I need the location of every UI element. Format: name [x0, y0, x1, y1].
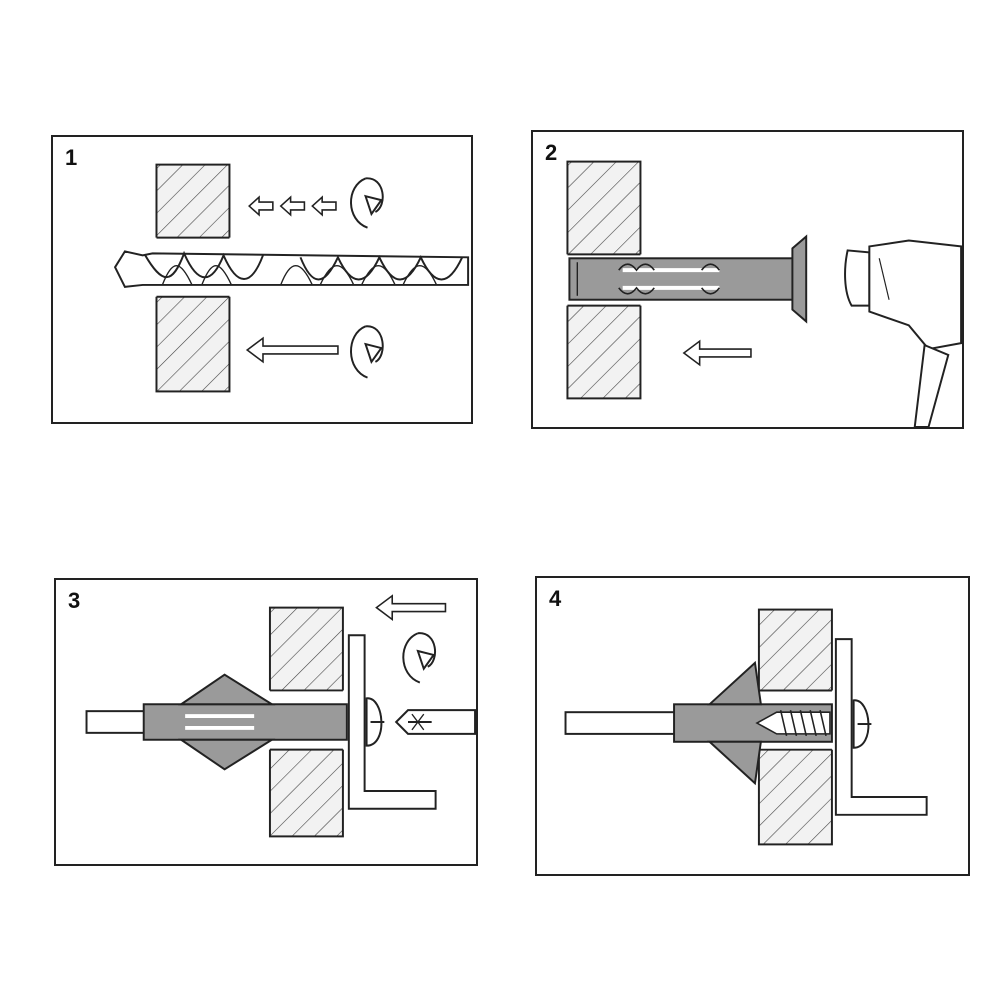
step-4-panel: 4 — [535, 576, 970, 876]
push-arrow-icon — [279, 195, 306, 217]
l-bracket-icon — [834, 638, 928, 816]
step-number: 4 — [549, 586, 562, 611]
rotation-arrow-icon — [402, 632, 436, 684]
hammering-illustration — [563, 160, 962, 427]
push-arrow-icon — [248, 195, 274, 217]
screw-head — [365, 697, 385, 747]
screw-thread — [755, 710, 831, 737]
hammer-icon — [844, 239, 962, 427]
step-number: 3 — [68, 588, 81, 613]
installed-illustration — [564, 608, 928, 846]
step-3-panel: 3 — [54, 578, 478, 866]
step-number: 2 — [545, 140, 558, 165]
hollow-wall-anchor-icon — [568, 234, 808, 324]
push-arrow-icon — [311, 195, 337, 217]
screw-head — [852, 699, 872, 749]
push-arrow-icon — [245, 336, 339, 364]
screw-icon — [85, 710, 147, 734]
push-arrows-small — [248, 195, 337, 217]
screwdriver-icon — [394, 709, 476, 735]
push-arrow-icon — [682, 339, 752, 367]
screw-icon — [564, 711, 678, 735]
hollow-wall-anchor-icon — [142, 673, 348, 771]
drilling-illustration — [113, 163, 470, 393]
step-1-panel: 1 — [51, 135, 473, 424]
drill-bit-icon — [113, 250, 470, 288]
screwing-illustration — [85, 594, 476, 838]
l-bracket-icon — [347, 634, 437, 810]
step-2-panel: 2 — [531, 130, 964, 429]
rotation-arrow-icon — [350, 325, 384, 379]
push-arrow-icon — [375, 594, 447, 622]
rotation-arrow-icon — [350, 177, 384, 229]
step-number: 1 — [65, 145, 78, 170]
